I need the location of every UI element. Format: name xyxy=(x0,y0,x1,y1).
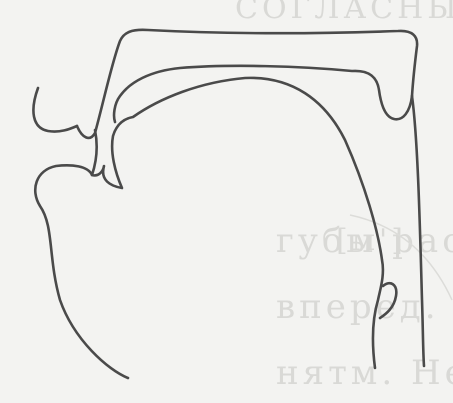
bleed-line-1: губы рассе xyxy=(276,221,453,261)
pharynx-outline xyxy=(114,66,412,122)
bleed-through-layer: СОГЛАСНЫЕ [м'] губы рассе вперед. Спи ня… xyxy=(235,0,453,393)
lower-lip-outline xyxy=(35,165,128,378)
bleed-line-2: вперед. Спи xyxy=(276,287,453,327)
palate-outline xyxy=(77,30,417,138)
upper-lip-outline xyxy=(33,88,77,132)
bleed-line-3: нятм. Небн xyxy=(276,353,453,393)
bleed-top-line: СОГЛАСНЫЕ xyxy=(235,0,453,26)
